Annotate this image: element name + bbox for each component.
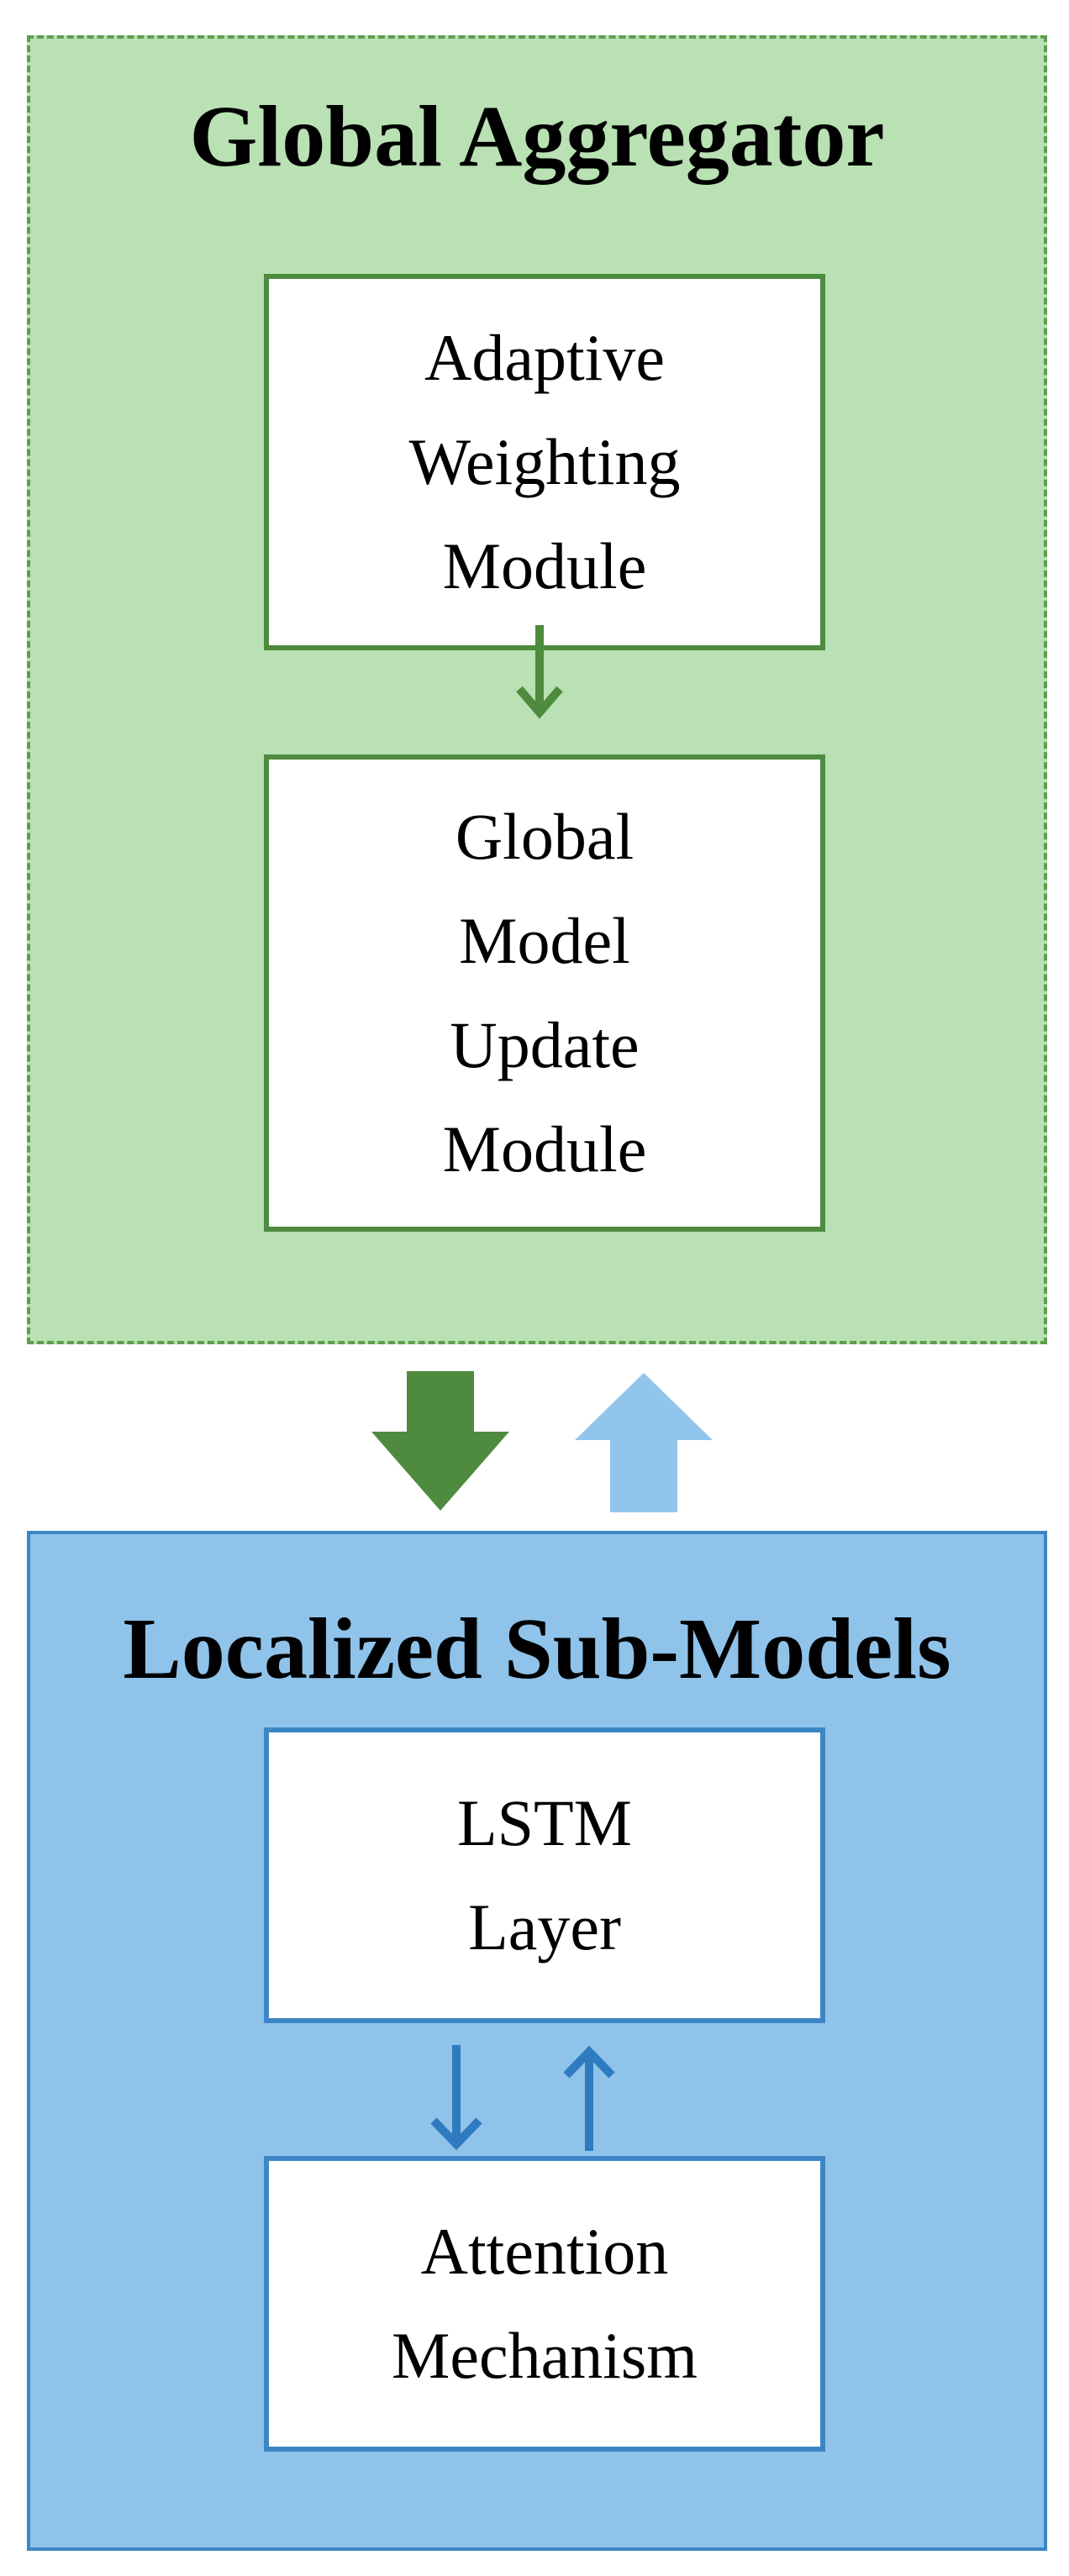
- localized-sub-models-title: Localized Sub-Models: [123, 1601, 951, 1697]
- global-aggregator-panel: Global Aggregator Adaptive Weighting Mod…: [27, 35, 1047, 1344]
- global-model-update-module-box: Global Model Update Module: [264, 754, 825, 1232]
- attention-mechanism-box: Attention Mechanism: [264, 2156, 825, 2452]
- adaptive-weighting-module-box: Adaptive Weighting Module: [264, 274, 825, 650]
- module-label-line: Layer: [468, 1890, 621, 1964]
- module-label-line: Module: [442, 529, 647, 602]
- block-arrow-down-icon: [371, 1371, 509, 1511]
- arrow-down-icon: [430, 2045, 482, 2151]
- arrow-up-icon: [563, 2045, 615, 2151]
- module-label-line: Attention: [420, 2215, 669, 2288]
- module-label-line: Model: [459, 904, 630, 977]
- block-arrow-up-icon: [575, 1373, 713, 1512]
- module-label-line: Update: [450, 1008, 640, 1081]
- lstm-layer-box: LSTM Layer: [264, 1727, 825, 2023]
- module-label-line: Global: [455, 800, 635, 873]
- global-aggregator-title: Global Aggregator: [189, 88, 885, 185]
- module-label-line: LSTM: [456, 1786, 633, 1859]
- module-label-line: Weighting: [408, 425, 681, 498]
- module-label-line: Module: [442, 1112, 647, 1185]
- localized-sub-models-panel: Localized Sub-Models LSTM Layer Attentio…: [27, 1531, 1047, 2551]
- module-label-line: Adaptive: [424, 321, 665, 394]
- arrow-down-icon: [516, 625, 563, 719]
- module-label-line: Mechanism: [392, 2319, 698, 2392]
